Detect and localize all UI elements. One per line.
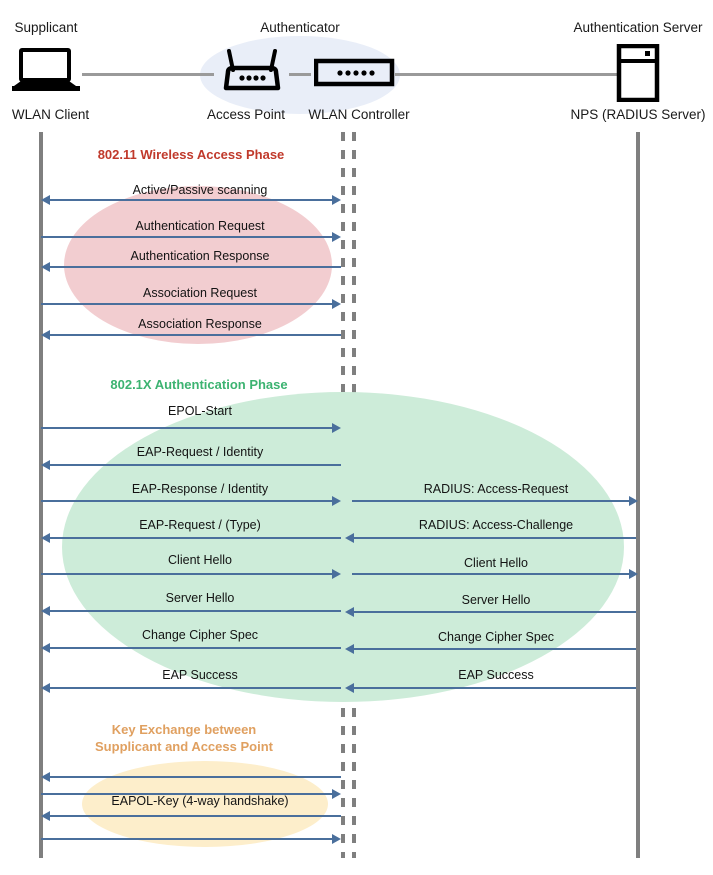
- message-label-server-hello-right: Server Hello: [461, 593, 531, 607]
- arrowhead-right-client-hello-right: [629, 569, 638, 579]
- access-point-icon: [214, 48, 290, 99]
- arrowhead-right-eapol-key-4: [332, 834, 341, 844]
- node-label-wlan-client: WLAN Client: [11, 107, 90, 122]
- message-line-eapol-key-1: [44, 776, 341, 778]
- message-line-eapol-key-3: [44, 815, 341, 817]
- message-line-client-hello-left: [41, 573, 337, 575]
- message-line-eap-request-identity: [44, 464, 341, 466]
- message-line-eap-success-left: [44, 687, 341, 689]
- arrowhead-left-eap-request-identity: [41, 460, 50, 470]
- message-label-radius-access-request: RADIUS: Access-Request: [423, 482, 569, 496]
- message-label-eap-response-identity: EAP-Response / Identity: [131, 482, 269, 496]
- message-line-radius-access-request: [352, 500, 633, 502]
- wlan-controller-icon: [313, 58, 396, 93]
- wire-wlc-to-server: [395, 73, 617, 76]
- message-label-change-cipher-spec-left: Change Cipher Spec: [141, 628, 259, 642]
- arrowhead-left-eap-request-type: [41, 533, 50, 543]
- message-line-client-hello-right: [352, 573, 633, 575]
- arrowhead-left-association-response: [41, 330, 50, 340]
- message-line-association-response: [44, 334, 341, 336]
- message-line-active-passive-scanning: [44, 199, 337, 201]
- message-line-change-cipher-spec-right: [348, 648, 636, 650]
- message-line-change-cipher-spec-left: [44, 647, 341, 649]
- message-line-eap-response-identity: [41, 500, 337, 502]
- arrowhead-left-server-hello-right: [345, 607, 354, 617]
- node-label-nps-radius-server: NPS (RADIUS Server): [570, 107, 706, 122]
- arrowhead-right-authentication-request: [332, 232, 341, 242]
- arrowhead-right-active-passive-scanning: [332, 195, 341, 205]
- wire-ap-to-wlc: [289, 73, 311, 76]
- arrowhead-right-radius-access-request: [629, 496, 638, 506]
- message-label-eap-request-identity: EAP-Request / Identity: [136, 445, 264, 459]
- arrowhead-left-eapol-key-3: [41, 811, 50, 821]
- arrowhead-right-association-request: [332, 299, 341, 309]
- message-line-eapol-key-4: [41, 838, 337, 840]
- wire-client-to-ap: [82, 73, 214, 76]
- message-line-association-request: [41, 303, 337, 305]
- phase-8021x-title: 802.1X Authentication Phase: [110, 377, 288, 392]
- arrowhead-left-eap-success-right: [345, 683, 354, 693]
- arrowhead-left-authentication-response: [41, 262, 50, 272]
- phase-key-exchange-ellipse: [82, 761, 328, 847]
- message-line-eapol-key-2: [41, 793, 337, 795]
- role-label-supplicant: Supplicant: [14, 20, 78, 35]
- message-label-radius-access-challenge: RADIUS: Access-Challenge: [418, 518, 574, 532]
- arrowhead-left-server-hello-left: [41, 606, 50, 616]
- lifeline-supplicant: [39, 132, 43, 858]
- message-label-change-cipher-spec-right: Change Cipher Spec: [437, 630, 555, 644]
- arrowhead-right-eapol-start: [332, 423, 341, 433]
- arrowhead-left-active-passive-scanning: [41, 195, 50, 205]
- phase-8021x-ellipse: [62, 392, 624, 702]
- phase-80211-title: 802.11 Wireless Access Phase: [97, 147, 285, 162]
- role-label-authenticator: Authenticator: [260, 20, 340, 35]
- arrowhead-right-eapol-key-2: [332, 789, 341, 799]
- message-label-eap-request-type: EAP-Request / (Type): [139, 518, 261, 532]
- laptop-icon: [12, 48, 84, 99]
- node-label-wlan-controller: WLAN Controller: [308, 107, 410, 122]
- node-label-access-point: Access Point: [206, 107, 286, 122]
- message-label-authentication-request: Authentication Request: [135, 219, 265, 233]
- role-label-authentication-server: Authentication Server: [573, 20, 703, 35]
- message-line-authentication-request: [41, 236, 337, 238]
- server-icon: [616, 43, 662, 107]
- message-line-eapol-start: [41, 427, 337, 429]
- arrowhead-left-eapol-key-1: [41, 772, 50, 782]
- message-line-authentication-response: [44, 266, 341, 268]
- arrowhead-left-change-cipher-spec-right: [345, 644, 354, 654]
- phase-key-exchange-title: Key Exchange between Supplicant and Acce…: [95, 722, 273, 754]
- message-label-association-response: Association Response: [138, 317, 262, 331]
- arrowhead-right-eap-response-identity: [332, 496, 341, 506]
- message-label-client-hello-left: Client Hello: [168, 553, 232, 567]
- message-label-eap-success-left: EAP Success: [162, 668, 238, 682]
- message-line-eap-success-right: [348, 687, 636, 689]
- message-label-server-hello-left: Server Hello: [165, 591, 235, 605]
- message-label-eapol-start: EPOL-Start: [168, 404, 232, 418]
- arrowhead-left-eap-success-left: [41, 683, 50, 693]
- arrowhead-left-radius-access-challenge: [345, 533, 354, 543]
- message-label-authentication-response: Authentication Response: [130, 249, 270, 263]
- phase-80211-ellipse: [64, 186, 332, 344]
- arrowhead-right-client-hello-left: [332, 569, 341, 579]
- message-label-client-hello-right: Client Hello: [464, 556, 528, 570]
- lifeline-radius-server: [636, 132, 640, 858]
- message-label-association-request: Association Request: [143, 286, 257, 300]
- message-label-eap-success-right: EAP Success: [458, 668, 534, 682]
- message-line-server-hello-right: [348, 611, 636, 613]
- message-label-eapol-key-handshake: EAPOL-Key (4-way handshake): [111, 794, 289, 808]
- arrowhead-left-change-cipher-spec-left: [41, 643, 50, 653]
- message-line-radius-access-challenge: [348, 537, 636, 539]
- message-line-eap-request-type: [44, 537, 341, 539]
- message-line-server-hello-left: [44, 610, 341, 612]
- message-label-active-passive-scanning: Active/Passive scanning: [132, 183, 268, 197]
